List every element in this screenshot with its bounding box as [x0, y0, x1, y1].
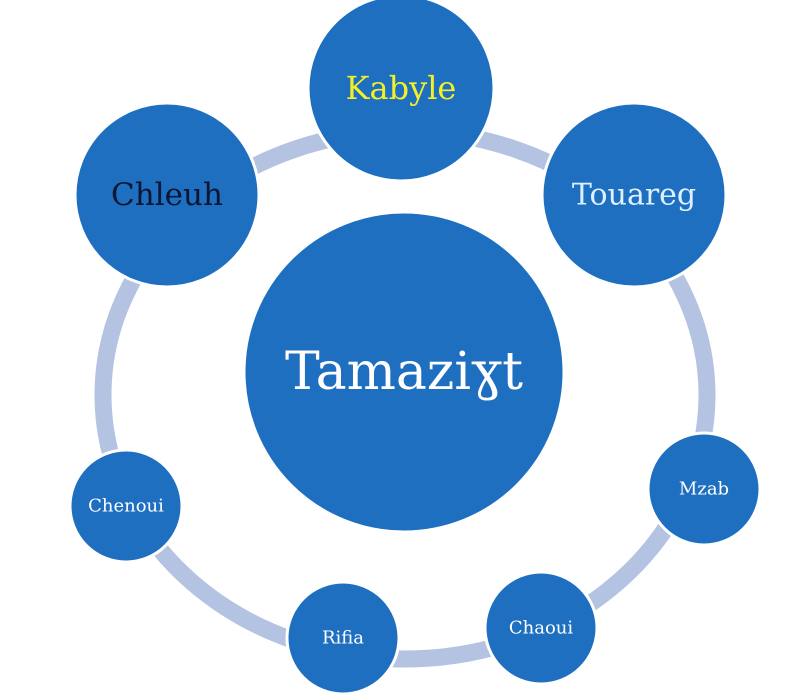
node-touareg-label: Touareg	[572, 178, 696, 213]
node-rifia-circle	[285, 580, 401, 696]
node-chleuh-label: Chleuh	[111, 177, 223, 213]
node-mzab-label: Mzab	[679, 479, 729, 500]
node-chenoui-circle	[68, 448, 184, 564]
node-chenoui-label: Chenoui	[88, 496, 164, 517]
node-kabyle-label: Kabyle	[346, 69, 457, 107]
node-kabyle: Kabyle	[306, 0, 496, 183]
node-chleuh-circle	[73, 101, 261, 289]
center-node-label: Tamaziɣt	[285, 342, 523, 402]
center-node-circle	[242, 210, 566, 534]
node-chaoui-label: Chaoui	[509, 618, 574, 639]
node-rifia-label: Rifia	[322, 628, 364, 649]
node-touareg-circle	[540, 101, 728, 289]
node-touareg: Touareg	[540, 101, 728, 289]
center-node: Tamaziɣt	[242, 210, 566, 534]
node-mzab-circle	[646, 431, 762, 547]
node-chaoui: Chaoui	[483, 570, 599, 686]
node-chleuh: Chleuh	[73, 101, 261, 289]
node-rifia: Rifia	[285, 580, 401, 696]
node-chenoui: Chenoui	[68, 448, 184, 564]
node-kabyle-circle	[306, 0, 496, 183]
node-chaoui-circle	[483, 570, 599, 686]
node-mzab: Mzab	[646, 431, 762, 547]
